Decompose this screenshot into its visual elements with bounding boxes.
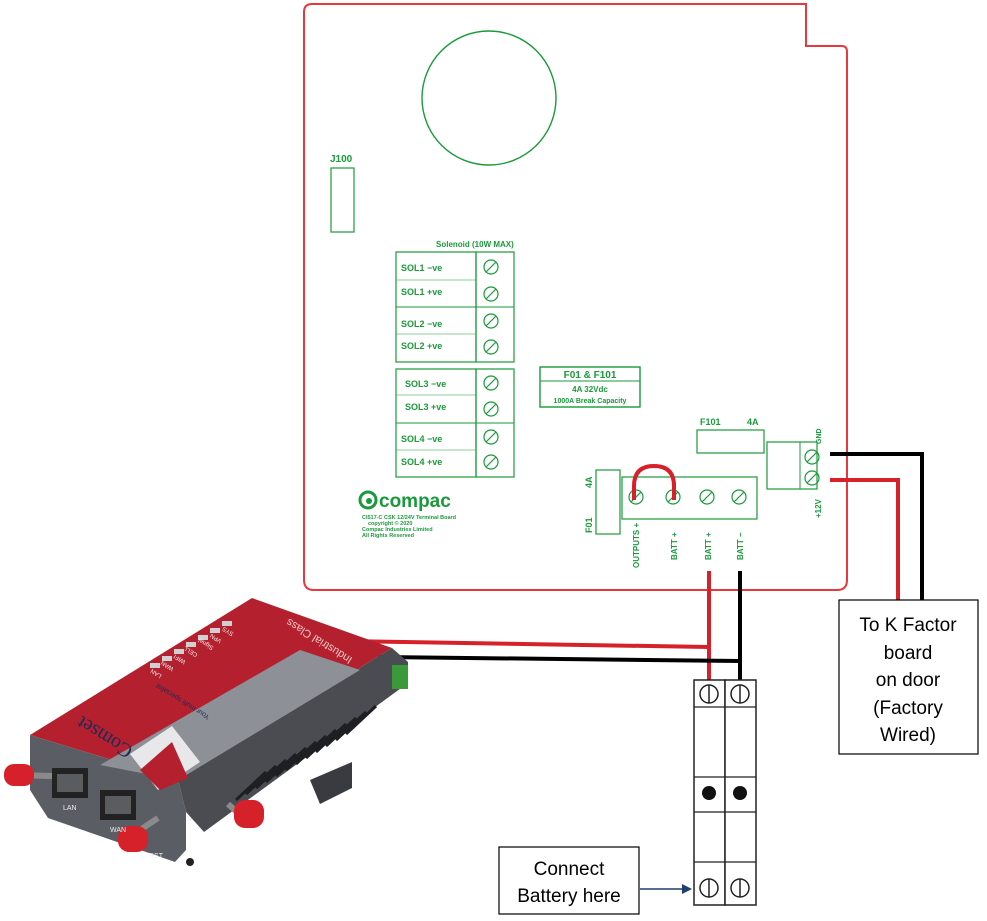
- router-rst: RST: [149, 853, 164, 860]
- compac-brand: compac: [379, 491, 451, 512]
- terminal-label-sol4-pos: SOL4 +ve: [401, 457, 442, 467]
- f01-rating: 4A: [584, 476, 594, 488]
- k-factor-line-1: To K Factor: [859, 615, 957, 636]
- power-screws: [804, 449, 820, 486]
- solenoid-terminal-block: [395, 251, 515, 478]
- red-jumper-wire: [632, 463, 676, 500]
- j100-connector: [330, 167, 355, 233]
- k-factor-line-4: (Factory: [873, 698, 943, 719]
- mounting-hole: [421, 30, 557, 166]
- j100-label: J100: [330, 154, 353, 165]
- router-led-label-wifi: WIFI: [173, 652, 187, 664]
- terminal-label-sol2-pos: SOL2 +ve: [401, 341, 442, 351]
- label-batt-minus: BATT −: [736, 532, 745, 560]
- comset-router: [30, 598, 408, 866]
- antenna-icon: [4, 764, 264, 852]
- f101-fuse: [696, 429, 765, 454]
- fuse-info-box: [539, 366, 641, 408]
- battery-breaker: [693, 679, 757, 906]
- router-led-label-sys: SYS: [222, 625, 235, 636]
- compac-line-1: CI517-C CSK 12/24V Terminal Board: [362, 515, 456, 521]
- router-port-wan: WAN: [110, 827, 126, 834]
- power-terminal-block: [766, 441, 818, 490]
- terminal-label-sol2-neg: SOL2 −ve: [401, 319, 442, 329]
- f01-fuse: [595, 469, 621, 535]
- battery-line-1: Connect: [534, 859, 605, 880]
- terminal-label-sol4-neg: SOL4 −ve: [401, 434, 442, 444]
- router-led-label-vpn: VPN: [209, 632, 223, 644]
- compac-line-4: All Rights Reserved: [362, 533, 414, 539]
- f101-rating: 4A: [747, 417, 759, 427]
- wires: [339, 452, 924, 685]
- compac-line-2: copyright © 2020: [368, 520, 412, 527]
- terminal-label-sol3-pos: SOL3 +ve: [405, 402, 446, 412]
- fuse-info-rating: 4A 32Vdc: [572, 385, 608, 394]
- solenoid-header: Solenoid (10W MAX): [436, 240, 514, 249]
- k-factor-line-2: board: [884, 643, 933, 664]
- board-outline: [303, 3, 848, 591]
- f101-label: F101: [700, 417, 721, 427]
- plus12v-label: +12V: [814, 498, 823, 518]
- f01-label: F01: [584, 517, 594, 533]
- terminal-label-sol1-pos: SOL1 +ve: [401, 287, 442, 297]
- fuse-info-break: 1000A Break Capacity: [554, 398, 627, 405]
- battery-line-2: Battery here: [517, 886, 621, 907]
- terminal-label-sol3-neg: SOL3 −ve: [405, 379, 446, 389]
- router-port-lan: LAN: [63, 805, 77, 812]
- terminal-label-sol1-neg: SOL1 −ve: [401, 263, 442, 273]
- battery-callout-box: [498, 846, 640, 915]
- outputs-batt-terminal-block: [621, 476, 758, 520]
- label-batt-plus-1: BATT +: [670, 532, 679, 560]
- k-factor-line-3: on door: [876, 670, 941, 691]
- label-outputs-plus: OUTPUTS +: [632, 523, 641, 568]
- solenoid-screws: [483, 259, 499, 470]
- compac-line-3: Compac Industries Limited: [362, 527, 433, 533]
- compac-logo-icon: [358, 490, 378, 510]
- k-factor-line-5: Wired): [880, 725, 936, 746]
- gnd-label: GND: [816, 428, 823, 444]
- router-led-label-lan: LAN: [150, 667, 163, 678]
- fuse-info-title: F01 & F101: [564, 370, 617, 381]
- k-factor-callout-box: [838, 599, 979, 755]
- arrow-icon: [640, 884, 692, 894]
- label-batt-plus-2: BATT +: [704, 532, 713, 560]
